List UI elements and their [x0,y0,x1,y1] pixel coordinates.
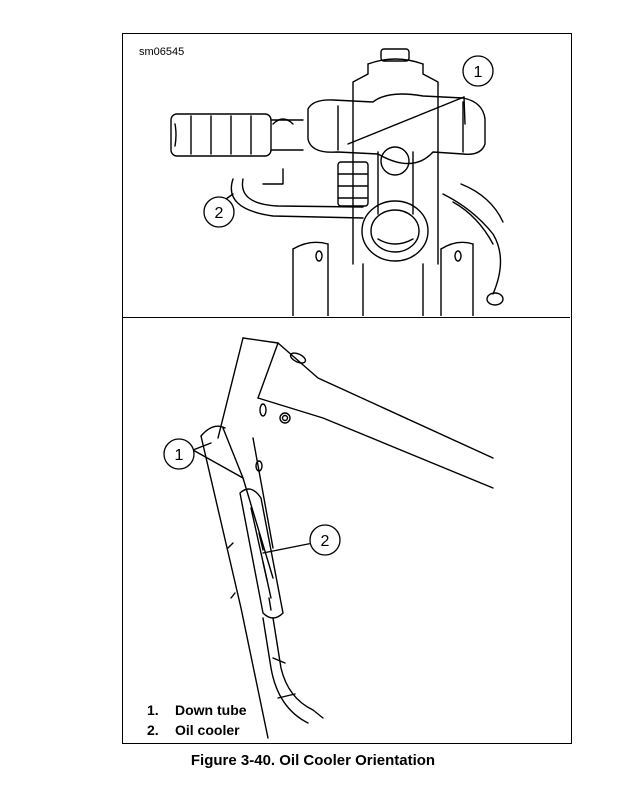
figure-id: sm06545 [139,46,185,58]
legend-item: 2. Oil cooler [147,720,247,740]
figure-caption: Figure 3-40. Oil Cooler Orientation [190,752,436,769]
figure-frame: sm06545 [122,33,572,744]
oil-cooler-side [239,488,284,619]
legend-item: 1. Down tube [147,700,247,720]
legend-number: 2. [147,722,159,738]
steering-port [361,200,429,262]
bottom-illustration: 1 2 [163,337,494,739]
bottom-callout-1-label: 1 [175,447,184,464]
bottom-callout-2-leader [262,542,314,554]
cooler-hose [272,617,324,719]
down-tube-left [200,435,269,739]
legend-label: Oil cooler [175,722,240,738]
backbone-bottom [257,397,494,489]
bottom-callout-1: 1 [163,438,195,470]
top-callout-1: 1 [462,55,494,87]
upper-cooler-body [307,93,486,165]
bottom-callout-2: 2 [309,524,341,556]
panel-divider [123,317,570,318]
legend: 1. Down tube 2. Oil cooler [147,700,247,740]
backbone-top [242,337,494,459]
top-illustration: 1 2 [170,48,504,316]
legend-label: Down tube [175,702,247,718]
neck-cap [380,48,410,62]
oil-cooler-element [170,113,272,157]
bottom-callout-2-label: 2 [321,533,330,550]
top-callout-2-label: 2 [215,205,224,222]
top-callout-2: 2 [203,196,235,228]
legend-number: 1. [147,702,159,718]
bottom-callout-1-leader [192,449,244,479]
right-hose [442,193,502,295]
top-callout-1-label: 1 [474,64,483,81]
top-callout-1-leader [347,96,465,145]
